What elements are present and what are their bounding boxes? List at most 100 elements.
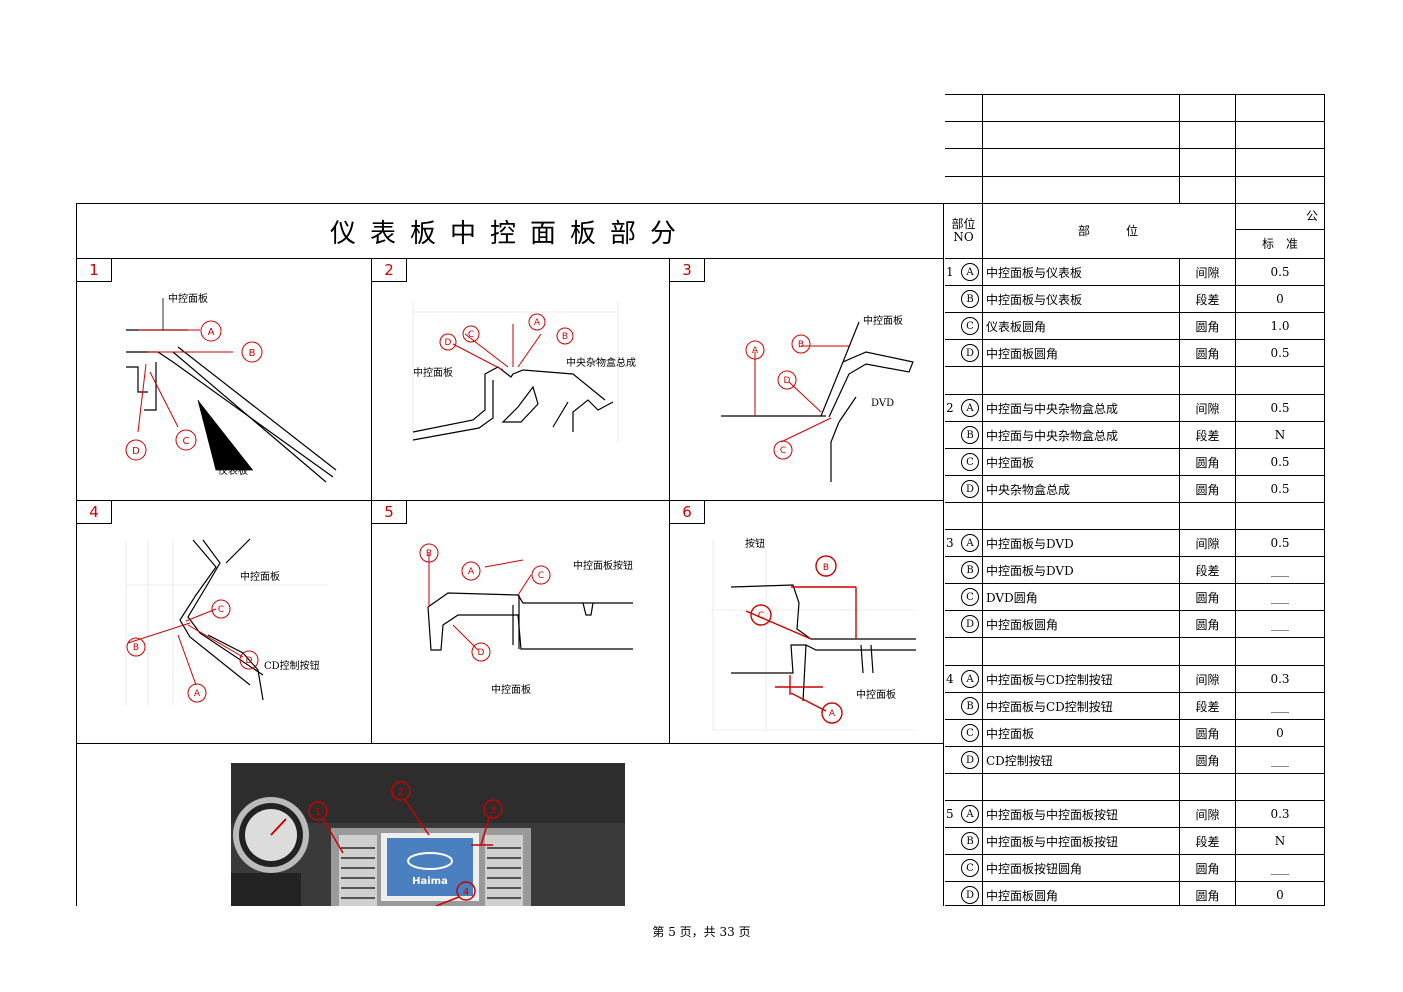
table-row-line <box>945 339 1325 340</box>
label-panel-button: 中控面板按钮 <box>573 559 633 572</box>
svg-text:D: D <box>445 338 452 348</box>
photo-callout: 2 <box>398 787 404 798</box>
row-number: 4 <box>946 672 954 686</box>
frame-divider <box>943 203 944 906</box>
row-number <box>946 828 956 854</box>
row-type: 间隙 <box>1195 265 1220 280</box>
panel-row-line <box>76 500 943 501</box>
table-row-line <box>945 746 1325 747</box>
row-number <box>946 693 956 719</box>
table-row-line <box>945 854 1325 855</box>
row-standard: 0 <box>1276 888 1284 902</box>
row-type: 间隙 <box>1195 672 1220 687</box>
panel-number: 5 <box>372 501 407 524</box>
page-title: 仪表板中控面板部分 <box>329 218 690 249</box>
row-part: 中控面与中央杂物盒总成 <box>986 401 1119 416</box>
row-part: 中控面板圆角 <box>986 346 1059 361</box>
row-number <box>946 638 956 664</box>
row-standard: 0 <box>1276 292 1284 306</box>
row-number: 5 <box>946 807 954 821</box>
row-standard: 0 <box>1276 726 1284 740</box>
row-letter-badge: B <box>961 832 979 850</box>
row-part: 中控面板圆角 <box>986 888 1059 903</box>
table-row-line <box>945 583 1325 584</box>
row-letter: D <box>960 340 980 366</box>
panel-number: 4 <box>77 501 112 524</box>
right-border <box>1324 94 1325 906</box>
row-letter-badge: A <box>961 534 979 552</box>
row-letter: C <box>960 855 980 881</box>
row-number <box>946 422 956 448</box>
row-letter-badge: C <box>961 588 979 606</box>
table-row-line <box>945 692 1325 693</box>
table-row-line <box>945 502 1325 503</box>
header-part: 部 位 <box>1077 223 1138 238</box>
row-type: 段差 <box>1195 834 1220 849</box>
top-table-border <box>945 94 1325 95</box>
row-letter-badge: C <box>961 724 979 742</box>
panel-col-line <box>371 258 372 743</box>
row-part: 中控面板与CD控制按钮 <box>986 699 1113 714</box>
row-letter: B <box>960 422 980 448</box>
row-part <box>986 774 1178 800</box>
row-standard <box>1236 774 1324 800</box>
row-part <box>986 503 1178 529</box>
row-part: DVD圆角 <box>986 590 1038 605</box>
panel-number: 2 <box>372 259 407 282</box>
row-type <box>1180 367 1235 393</box>
row-letter-badge: B <box>961 697 979 715</box>
row-number <box>946 503 956 529</box>
table-col <box>1179 258 1180 906</box>
label-center-panel: 中控面板 <box>413 366 453 379</box>
panel-row-line <box>76 743 943 744</box>
row-letter-badge: B <box>961 290 979 308</box>
label-center-panel: 中控面板 <box>168 292 208 305</box>
row-standard: 1.0 <box>1270 319 1290 333</box>
row-type: 圆角 <box>1195 888 1220 903</box>
top-table-col <box>1179 94 1180 204</box>
row-number <box>946 557 956 583</box>
row-letter: B <box>960 693 980 719</box>
row-number <box>946 340 956 366</box>
row-standard: ___ <box>1271 617 1289 631</box>
row-standard: 0.3 <box>1270 807 1290 821</box>
svg-text:A: A <box>208 327 215 338</box>
row-number <box>946 720 956 746</box>
table-row-line <box>945 556 1325 557</box>
row-type: 圆角 <box>1195 319 1220 334</box>
table-line <box>1235 229 1325 230</box>
label-instrument-panel: 仪表板 <box>218 464 248 477</box>
label-cd-button: CD控制按钮 <box>264 659 320 672</box>
row-letter-badge: D <box>961 751 979 769</box>
row-letter-badge: B <box>961 426 979 444</box>
svg-text:C: C <box>538 571 544 581</box>
row-type: 圆角 <box>1195 861 1220 876</box>
svg-text:A: A <box>534 318 541 328</box>
svg-text:A: A <box>194 689 201 699</box>
row-number: 3 <box>946 536 954 550</box>
row-part <box>986 367 1178 393</box>
row-type: 段差 <box>1195 428 1220 443</box>
title-bottom <box>76 258 943 259</box>
header-standard: 标 准 <box>1261 236 1298 251</box>
table-row-line <box>945 637 1325 638</box>
row-part: 中控面板与中控面板按钮 <box>986 834 1119 849</box>
row-part: 中控面板与中控面板按钮 <box>986 807 1119 822</box>
table-col <box>1235 203 1236 906</box>
photo-callout: 4 <box>463 887 469 898</box>
svg-text:C: C <box>780 446 786 456</box>
table-col <box>982 203 983 906</box>
header-no: 部位NO <box>951 217 976 244</box>
svg-text:B: B <box>562 332 568 342</box>
svg-text:C: C <box>183 436 190 447</box>
top-table-line <box>945 176 1325 177</box>
row-part: 中控面板与DVD <box>986 563 1074 578</box>
row-type: 圆角 <box>1195 617 1220 632</box>
row-standard <box>1236 503 1324 529</box>
table-row-line <box>945 258 1325 259</box>
frame-top <box>76 203 1325 204</box>
row-type: 段差 <box>1195 292 1220 307</box>
table-row-line <box>945 529 1325 530</box>
